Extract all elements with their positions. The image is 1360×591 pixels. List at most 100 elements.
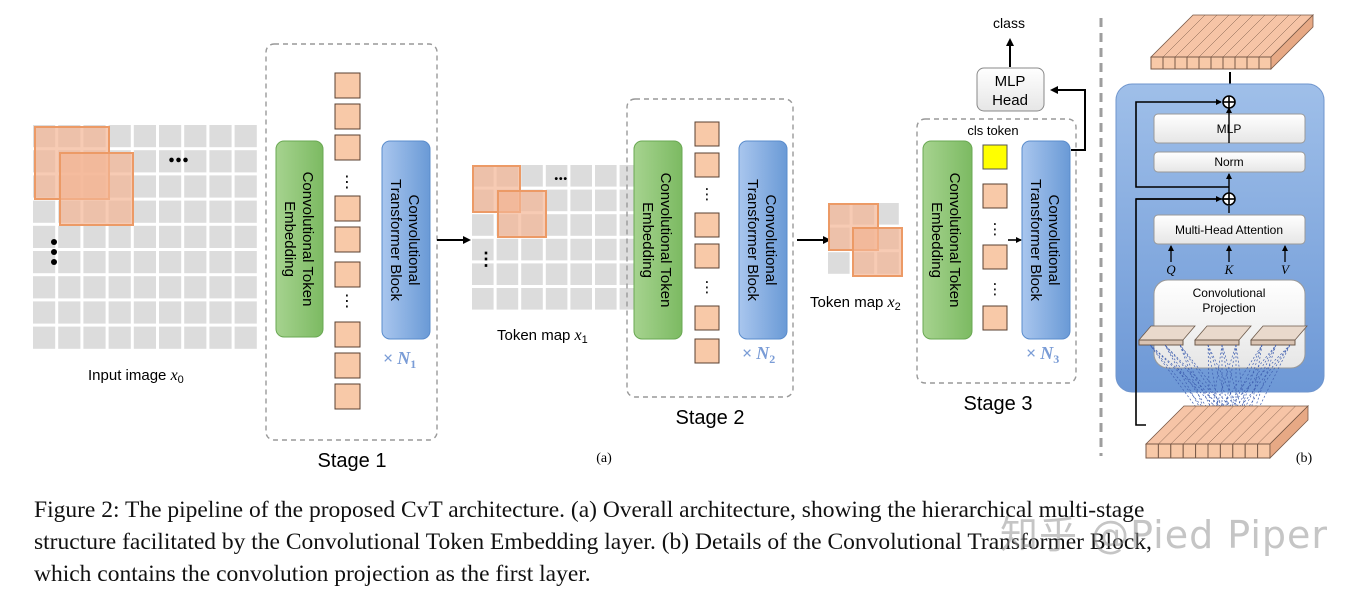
slab-cell bbox=[1195, 443, 1209, 459]
stage2-token-ellipsis-1: ⋮ bbox=[700, 186, 715, 203]
stage3-title: Stage 3 bbox=[964, 393, 1033, 415]
slab-cell bbox=[1145, 443, 1159, 459]
v-label: V bbox=[1281, 262, 1291, 277]
input-grid-cell bbox=[209, 175, 232, 198]
input-grid-cell bbox=[159, 301, 182, 324]
input-grid-cell bbox=[209, 125, 232, 148]
slab-cell bbox=[1258, 56, 1272, 70]
input-grid-cell bbox=[58, 301, 81, 324]
panel-a: ... Input image x0 Convolutional TokenEm… bbox=[33, 15, 1086, 472]
projection-line bbox=[1235, 344, 1277, 427]
slab-grid-line bbox=[1245, 405, 1284, 445]
input-grid-cell bbox=[184, 276, 207, 299]
slab-grid-line bbox=[1170, 405, 1209, 445]
token-map-1-cell bbox=[570, 263, 592, 285]
slab-grid-line bbox=[1207, 405, 1247, 445]
stage2-n-label: ×N2 bbox=[742, 343, 775, 366]
slab-cell bbox=[1244, 443, 1259, 459]
slab-side-face bbox=[1270, 14, 1314, 70]
input-grid-cell bbox=[133, 125, 156, 148]
token-square bbox=[694, 338, 720, 364]
figure-caption: Figure 2: The pipeline of the proposed C… bbox=[34, 494, 1330, 590]
input-grid-cell bbox=[133, 301, 156, 324]
input-grid-cell bbox=[159, 175, 182, 198]
input-grid-cell bbox=[209, 276, 232, 299]
input-grid-cell bbox=[234, 150, 257, 173]
input-grid-cell bbox=[108, 301, 131, 324]
input-grid-cell bbox=[33, 251, 56, 274]
stage2-cte-label: Convolutional TokenEmbedding bbox=[639, 173, 674, 308]
input-grid-cell bbox=[234, 276, 257, 299]
input-grid-cell bbox=[184, 225, 207, 248]
token-square bbox=[694, 305, 720, 331]
token-map-1-cell bbox=[521, 263, 543, 285]
token-square bbox=[334, 195, 361, 222]
token-map-1-cell bbox=[521, 288, 543, 310]
slab-grid-line bbox=[1258, 14, 1302, 58]
cls-token bbox=[982, 144, 1008, 170]
input-grid-cell bbox=[234, 326, 257, 349]
token-square bbox=[334, 261, 361, 288]
token-map-2-cell bbox=[828, 252, 850, 274]
slab-grid-line bbox=[1222, 14, 1266, 58]
slab-cell bbox=[1170, 443, 1184, 459]
stage1-ctb-block bbox=[381, 140, 431, 340]
slab-cell bbox=[1246, 56, 1260, 70]
input-grid-cell bbox=[159, 326, 182, 349]
input-grid-cell bbox=[234, 125, 257, 148]
qkv-slab-edge bbox=[1138, 339, 1184, 346]
input-grid-cell bbox=[184, 150, 207, 173]
caption-line-2: structure facilitated by the Convolution… bbox=[34, 529, 1152, 555]
input-grid-cell bbox=[33, 225, 56, 248]
stage1-cte-label: Convolutional TokenEmbedding bbox=[281, 172, 316, 307]
token-map-1-cell bbox=[595, 214, 617, 236]
input-grid-cell bbox=[83, 225, 106, 248]
token-square bbox=[982, 244, 1008, 270]
slab-grid-line bbox=[1232, 405, 1271, 445]
mlp-head-label-1: MLP bbox=[995, 73, 1026, 90]
arrow-to-mlp-head bbox=[1050, 86, 1086, 151]
stage1-n-label: ×N1 bbox=[383, 348, 416, 371]
slab-grid-line bbox=[1246, 14, 1290, 58]
input-grid-cell bbox=[159, 276, 182, 299]
stage2-box bbox=[626, 98, 794, 398]
input-grid-cell bbox=[133, 251, 156, 274]
token-map-1-patch-2 bbox=[497, 190, 547, 238]
stage1-token-column bbox=[334, 72, 361, 410]
slab-cell bbox=[1257, 443, 1271, 459]
input-grid-cell bbox=[133, 276, 156, 299]
token-map-1-cell bbox=[570, 214, 592, 236]
input-grid-cell bbox=[234, 301, 257, 324]
input-ellipsis-v bbox=[51, 239, 57, 265]
input-grid-cell bbox=[234, 175, 257, 198]
slab-grid-line bbox=[1198, 14, 1242, 58]
input-grid-cell bbox=[33, 276, 56, 299]
token-square bbox=[694, 121, 720, 147]
stage3-token-column bbox=[982, 183, 1008, 331]
token-map-1-cell bbox=[595, 165, 617, 187]
token-map-1-cell bbox=[545, 263, 568, 285]
input-grid-cell bbox=[159, 150, 182, 173]
token-map-2-patch-2 bbox=[852, 227, 903, 277]
slab-cell bbox=[1207, 443, 1221, 459]
qkv-slab-edge bbox=[1194, 339, 1240, 346]
slab-grid-line bbox=[1195, 405, 1234, 445]
input-ellipsis-h: ... bbox=[168, 138, 189, 169]
slab-cell bbox=[1210, 56, 1224, 70]
token-square bbox=[334, 352, 361, 379]
input-grid-cell bbox=[209, 150, 232, 173]
token-square bbox=[334, 72, 361, 99]
token-square bbox=[982, 305, 1008, 331]
stage2-token-ellipsis-2: ⋮ bbox=[700, 279, 715, 296]
watermark: 知乎 @Pied Piper bbox=[1000, 513, 1329, 557]
input-patch-2 bbox=[59, 152, 134, 226]
stage1-title: Stage 1 bbox=[318, 450, 387, 472]
input-grid-cell bbox=[234, 251, 257, 274]
input-grid-cell bbox=[159, 225, 182, 248]
slab-grid-line bbox=[1162, 14, 1206, 58]
conv-projection-box bbox=[1153, 279, 1306, 369]
stage1-ctb-label: ConvolutionalTransformer Block bbox=[387, 179, 422, 301]
panel-b-label: (b) bbox=[1296, 451, 1313, 466]
input-grid-cell bbox=[108, 251, 131, 274]
token-square bbox=[334, 321, 361, 348]
